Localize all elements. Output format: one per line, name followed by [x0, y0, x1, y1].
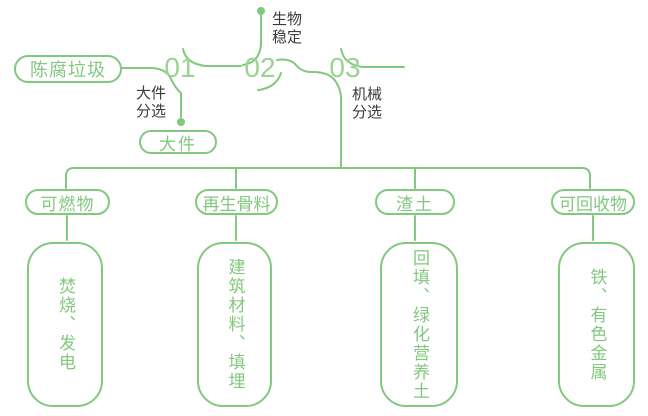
- flow-line-source-to-01: [121, 67, 182, 118]
- step-number-01: 01: [164, 52, 196, 83]
- step-03-label: 机械分选: [352, 86, 383, 121]
- bulky-branch-dot: [177, 118, 185, 126]
- category-label: 再生骨料: [202, 194, 271, 214]
- flow-line-02-to-03: [276, 58, 342, 169]
- step-number-02: 02: [244, 52, 276, 83]
- source-label: 陈腐垃圾: [30, 60, 106, 80]
- step-number-03: 03: [329, 52, 361, 83]
- flow-line-03-tail: [340, 48, 405, 68]
- bulky-output-label: 大件: [159, 134, 197, 154]
- step-02-label: 生物稳定: [272, 11, 303, 46]
- bulky-output-pill: 大件: [139, 130, 217, 154]
- source-pill: 陈腐垃圾: [14, 55, 122, 83]
- flow-line-01-to-02: [182, 48, 242, 67]
- use-text: 铁、有色金属: [587, 267, 607, 382]
- use-box-recyclable: 铁、有色金属: [558, 242, 635, 407]
- use-box-aggregate: 建筑材料、填埋: [197, 242, 272, 407]
- category-pill-combustible: 可燃物: [25, 189, 110, 215]
- category-label: 可燃物: [40, 194, 95, 214]
- step-01-label: 大件分选: [136, 85, 167, 120]
- use-text: 焚烧、发电: [56, 277, 75, 372]
- use-text: 回填、绿化营养土: [410, 248, 429, 401]
- bio-branch-line: [242, 14, 262, 66]
- category-label: 渣土: [396, 194, 434, 214]
- category-pill-slag: 渣土: [375, 189, 455, 215]
- use-box-slag: 回填、绿化营养土: [380, 242, 458, 407]
- category-label: 可回收物: [559, 194, 627, 214]
- category-pill-aggregate: 再生骨料: [195, 189, 278, 215]
- category-pill-recyclable: 可回收物: [551, 189, 635, 215]
- use-box-combustible: 焚烧、发电: [27, 242, 103, 407]
- swirl-under-02: [257, 72, 282, 91]
- use-text: 建筑材料、填埋: [225, 258, 245, 391]
- bio-branch-dot: [257, 7, 265, 15]
- distribution-bar: [65, 167, 591, 189]
